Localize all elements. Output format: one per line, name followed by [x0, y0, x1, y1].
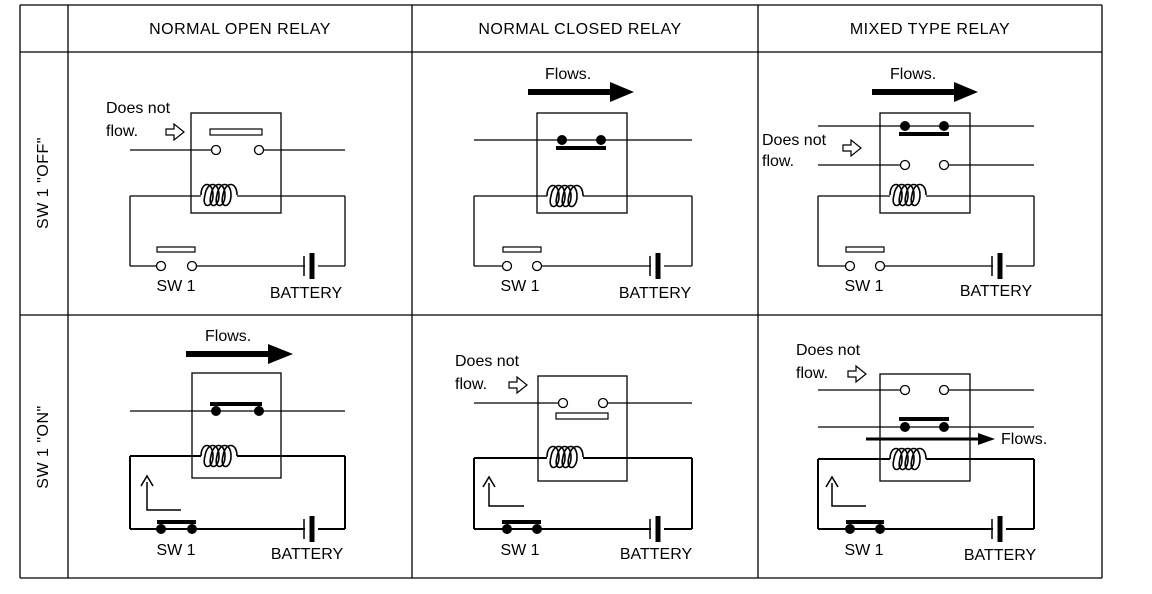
label-does-not: Does not	[455, 353, 520, 370]
label-flow: flow.	[106, 123, 138, 140]
label-sw1: SW 1	[500, 542, 539, 559]
label-flows: Flows.	[890, 66, 936, 83]
row-label-sw-off: SW 1 "OFF"	[35, 137, 52, 229]
header-normal-closed: NORMAL CLOSED RELAY	[478, 21, 681, 38]
label-battery: BATTERY	[620, 546, 693, 563]
label-battery: BATTERY	[960, 283, 1033, 300]
label-does-not: Does not	[106, 100, 171, 117]
label-flows: Flows.	[205, 328, 251, 345]
header-normal-open: NORMAL OPEN RELAY	[149, 21, 331, 38]
diagram-mixed-off: Flows. Does not flow. SW 1 BATTERY	[762, 66, 1035, 300]
label-sw1: SW 1	[156, 278, 195, 295]
diagram-mixed-on: Does not flow. Flows. SW 1 BATTERY	[796, 342, 1047, 564]
label-battery: BATTERY	[270, 285, 343, 302]
diagram-nc-on: Does not flow. SW 1 BATTERY	[455, 353, 693, 563]
label-flow: flow.	[762, 153, 794, 170]
diagram-no-on: Flows. SW 1 BATTERY	[129, 328, 346, 563]
label-does-not: Does not	[762, 132, 827, 149]
label-does-not: Does not	[796, 342, 861, 359]
label-battery: BATTERY	[619, 285, 692, 302]
header-mixed-type: MIXED TYPE RELAY	[850, 21, 1010, 38]
label-flows: Flows.	[1001, 431, 1047, 448]
label-sw1: SW 1	[500, 278, 539, 295]
label-sw1: SW 1	[844, 278, 883, 295]
label-sw1: SW 1	[156, 542, 195, 559]
diagram-nc-off: Flows. SW 1 BATTERY	[473, 66, 693, 302]
label-battery: BATTERY	[964, 547, 1037, 564]
row-label-sw-on: SW 1 "ON"	[35, 405, 52, 488]
label-battery: BATTERY	[271, 546, 344, 563]
diagram-no-off: Does not flow. SW 1 BATTERY	[106, 100, 346, 302]
label-flow: flow.	[796, 365, 828, 382]
label-sw1: SW 1	[844, 542, 883, 559]
label-flows: Flows.	[545, 66, 591, 83]
table-grid	[19, 4, 1103, 579]
label-flow: flow.	[455, 376, 487, 393]
